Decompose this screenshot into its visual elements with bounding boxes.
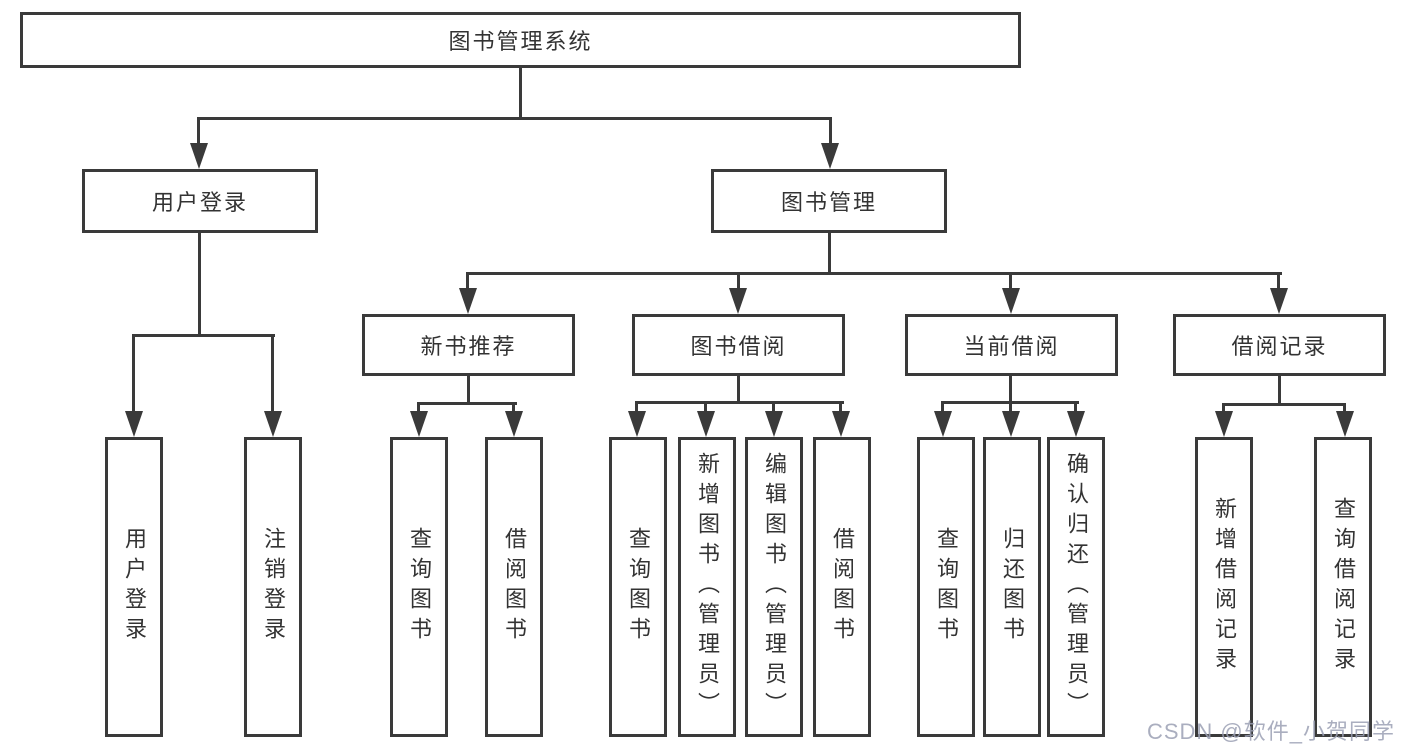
node-label: 当前借阅: [963, 334, 1060, 359]
leaf-label: 查询图书: [407, 527, 432, 647]
connector-line: [1343, 403, 1346, 413]
node-book-borrow: 图书借阅: [632, 314, 845, 376]
connector-line: [197, 117, 200, 147]
arrow-down-icon: [729, 288, 747, 314]
connector-line: [1278, 376, 1281, 405]
node-label: 图书借阅: [690, 334, 787, 359]
connector-line: [417, 402, 420, 415]
arrow-down-icon: [1002, 411, 1020, 437]
connector-line: [1277, 272, 1280, 292]
connector-line: [271, 334, 274, 414]
leaf-user-login: 用户登录: [105, 437, 163, 737]
connector-line: [1222, 403, 1346, 406]
leaf-nb-borrow-book: 借阅图书: [485, 437, 543, 737]
leaf-label: 查询借阅记录: [1331, 497, 1356, 677]
node-label: 用户登录: [151, 190, 248, 215]
arrow-down-icon: [410, 411, 428, 437]
node-current-borrow: 当前借阅: [905, 314, 1118, 376]
leaf-label: 借阅图书: [502, 527, 527, 647]
node-label: 图书管理系统: [448, 29, 593, 54]
leaf-cb-query-book: 查询图书: [917, 437, 975, 737]
leaf-bb-edit-book: 编辑图书（管理员）: [745, 437, 803, 737]
arrow-down-icon: [697, 411, 715, 437]
leaf-label: 确认归还（管理员）: [1064, 452, 1089, 722]
leaf-cb-confirm-return: 确认归还（管理员）: [1047, 437, 1105, 737]
arrow-down-icon: [1002, 288, 1020, 314]
leaf-label: 查询图书: [934, 527, 959, 647]
leaf-bb-query-book: 查询图书: [609, 437, 667, 737]
arrow-down-icon: [1067, 411, 1085, 437]
node-label: 新书推荐: [420, 334, 517, 359]
leaf-br-add-record: 新增借阅记录: [1195, 437, 1253, 737]
arrow-down-icon: [264, 411, 282, 437]
node-book-management: 图书管理: [711, 169, 947, 233]
node-label: 图书管理: [780, 190, 877, 215]
arrow-down-icon: [459, 288, 477, 314]
leaf-nb-query-book: 查询图书: [390, 437, 448, 737]
connector-line: [635, 401, 638, 415]
connector-line: [829, 117, 832, 147]
leaf-bb-add-book: 新增图书（管理员）: [678, 437, 736, 737]
connector-line: [1009, 272, 1012, 292]
leaf-bb-borrow-book: 借阅图书: [813, 437, 871, 737]
connector-line: [417, 402, 517, 405]
leaf-label: 查询图书: [626, 527, 651, 647]
node-root-system: 图书管理系统: [20, 12, 1021, 68]
arrow-down-icon: [505, 411, 523, 437]
node-borrow-record: 借阅记录: [1173, 314, 1386, 376]
leaf-label: 新增借阅记录: [1212, 497, 1237, 677]
arrow-down-icon: [125, 411, 143, 437]
leaf-label: 新增图书（管理员）: [695, 452, 720, 722]
arrow-down-icon: [628, 411, 646, 437]
node-new-book-recommend: 新书推荐: [362, 314, 575, 376]
connector-line: [1074, 401, 1077, 415]
leaf-label: 用户登录: [122, 527, 147, 647]
connector-line: [1009, 376, 1012, 403]
arrow-down-icon: [821, 143, 839, 169]
arrow-down-icon: [934, 411, 952, 437]
arrow-down-icon: [832, 411, 850, 437]
node-label: 借阅记录: [1231, 334, 1328, 359]
connector-line: [198, 233, 201, 337]
connector-line: [635, 401, 844, 404]
connector-line: [467, 376, 470, 404]
arrow-down-icon: [1270, 288, 1288, 314]
node-user-login: 用户登录: [82, 169, 318, 233]
connector-line: [737, 376, 740, 403]
connector-line: [466, 272, 469, 292]
connector-line: [1222, 403, 1225, 413]
connector-line: [737, 272, 740, 292]
connector-line: [466, 272, 1282, 275]
arrow-down-icon: [1215, 411, 1233, 437]
watermark: CSDN @软件_小贺同学: [1146, 719, 1395, 744]
leaf-label: 注销登录: [261, 527, 286, 647]
connector-line: [828, 233, 831, 275]
connector-line: [197, 117, 832, 120]
leaf-logout: 注销登录: [244, 437, 302, 737]
arrow-down-icon: [190, 143, 208, 169]
connector-line: [839, 401, 842, 415]
connector-line: [132, 334, 135, 414]
leaf-label: 归还图书: [1000, 527, 1025, 647]
connector-line: [772, 401, 775, 415]
leaf-cb-return-book: 归还图书: [983, 437, 1041, 737]
leaf-br-query-record: 查询借阅记录: [1314, 437, 1372, 737]
leaf-label: 借阅图书: [830, 527, 855, 647]
leaf-label: 编辑图书（管理员）: [762, 452, 787, 722]
arrow-down-icon: [765, 411, 783, 437]
connector-line: [1009, 401, 1012, 415]
connector-line: [519, 68, 522, 119]
connector-line: [512, 402, 515, 415]
arrow-down-icon: [1336, 411, 1354, 437]
connector-line: [132, 334, 275, 337]
connector-line: [941, 401, 944, 415]
connector-line: [704, 401, 707, 415]
